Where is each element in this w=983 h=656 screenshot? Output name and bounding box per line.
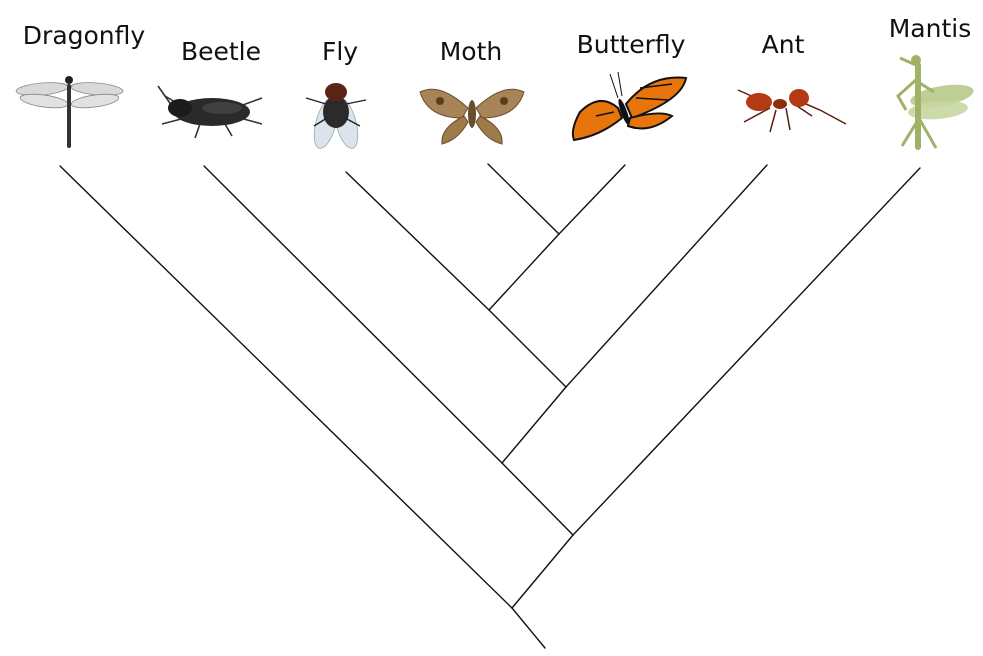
taxon-label-mantis: Mantis [889, 14, 972, 43]
butterfly-icon [573, 72, 686, 140]
taxon-label-dragonfly: Dragonfly [23, 21, 146, 50]
branch-mantis [573, 168, 920, 535]
branch-node-c-stem [502, 387, 566, 463]
moth-icon [420, 89, 524, 144]
branch-ant [566, 165, 767, 387]
branch-moth [488, 164, 559, 234]
taxon-label-beetle: Beetle [181, 37, 261, 66]
branch-butterfly [559, 165, 625, 234]
branch-dragonfly [60, 166, 512, 608]
cladogram-branches [60, 164, 920, 648]
branch-fly [346, 172, 489, 310]
branch-root [512, 608, 545, 648]
ant-icon [738, 89, 846, 132]
dragonfly-icon [16, 76, 124, 148]
branch-node-a-stem [512, 535, 573, 608]
taxon-label-moth: Moth [440, 37, 503, 66]
branch-beetle [204, 166, 502, 463]
taxon-label-ant: Ant [762, 30, 805, 59]
branch-node-e-stem [489, 234, 559, 310]
taxon-label-fly: Fly [322, 37, 358, 66]
mantis-icon [898, 55, 975, 150]
taxon-label-butterfly: Butterfly [577, 30, 686, 59]
beetle-icon [158, 86, 262, 138]
branch-node-d-stem [489, 310, 566, 387]
branch-node-b-stem [502, 463, 573, 535]
fly-icon [306, 83, 366, 151]
